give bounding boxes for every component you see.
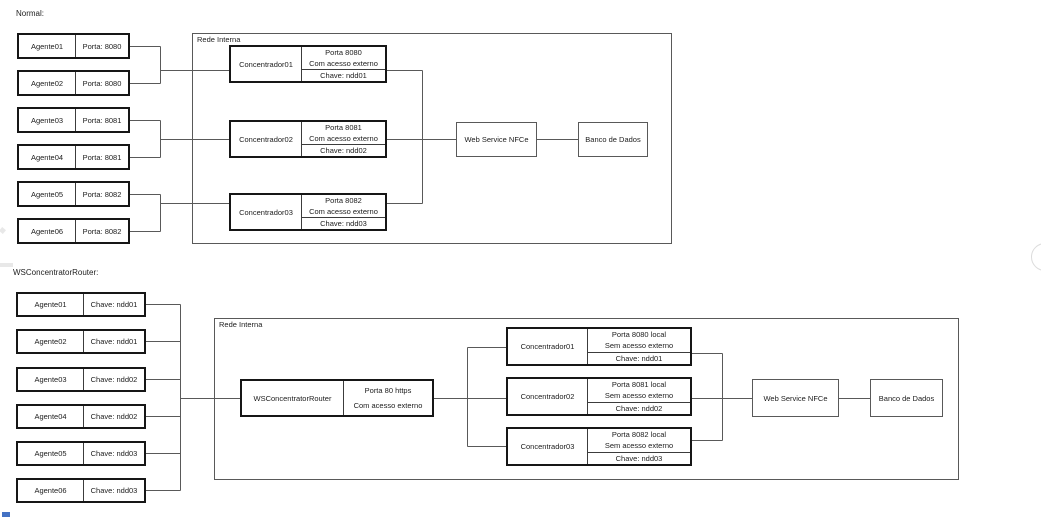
agent-port: Porta: 8082: [75, 220, 128, 242]
rede-interna-region: Rede Interna: [214, 318, 959, 480]
agent-key: Chave: ndd03: [83, 480, 144, 501]
agent-box: Agente06 Chave: ndd03: [16, 478, 146, 503]
agent-box: Agente03 Porta: 8081: [17, 107, 130, 133]
agent-port: Porta: 8080: [75, 72, 128, 94]
router-name: WSConcentratorRouter: [253, 393, 332, 403]
agent-box: Agente01 Porta: 8080: [17, 33, 130, 59]
agent-key: Chave: ndd02: [83, 369, 144, 390]
agent-box: Agente04 Porta: 8081: [17, 144, 130, 170]
diagram-title-router: WSConcentratorRouter:: [13, 268, 99, 277]
agent-box: Agente02 Porta: 8080: [17, 70, 130, 96]
agent-name: Agente01: [30, 41, 64, 51]
agent-name: Agente01: [34, 300, 67, 309]
concentrator-box: Concentrador03 Porta 8082 local Sem aces…: [506, 427, 692, 466]
blue-mark-artifact: [2, 512, 10, 517]
agent-box: Agente04 Chave: ndd02: [16, 404, 146, 429]
agent-name: Agente03: [30, 115, 64, 125]
concentrator-access: Sem acesso externo: [604, 391, 674, 401]
concentrator-key: Chave: ndd02: [588, 401, 690, 414]
concentrator-key: Chave: ndd02: [302, 144, 385, 156]
concentrator-port: Porta 8080: [325, 48, 362, 57]
concentrator-access: Sem acesso externo: [604, 341, 674, 351]
router-access: Com acesso externo: [353, 400, 423, 410]
database-box: Banco de Dados: [870, 379, 943, 417]
webservice-box: Web Service NFCe: [752, 379, 839, 417]
edge-smudge-artifact: [0, 263, 13, 267]
agent-key: Chave: ndd03: [83, 443, 144, 464]
agent-box: Agente01 Chave: ndd01: [16, 292, 146, 317]
router-box: WSConcentratorRouter Porta 80 https Com …: [240, 379, 434, 417]
agent-name: Agente03: [34, 375, 67, 384]
concentrator-port: Porta 8082: [325, 196, 362, 205]
concentrator-box: Concentrador03 Porta 8082 Com acesso ext…: [229, 193, 387, 231]
agent-key: Chave: ndd01: [83, 294, 144, 315]
region-label: Rede Interna: [219, 320, 263, 329]
concentrator-port: Porta 8081 local: [611, 380, 667, 390]
concentrator-access: Com acesso externo: [309, 59, 378, 68]
concentrator-box: Concentrador01 Porta 8080 Com acesso ext…: [229, 45, 387, 83]
concentrator-box: Concentrador02 Porta 8081 local Sem aces…: [506, 377, 692, 416]
concentrator-port: Porta 8081: [325, 123, 362, 132]
agent-port: Porta: 8081: [75, 109, 128, 131]
concentrator-key: Chave: ndd01: [588, 351, 690, 364]
rede-interna-region: Rede Interna: [192, 33, 672, 244]
concentrator-port: Porta 8082 local: [611, 430, 667, 440]
concentrator-name: Concentrador02: [520, 392, 575, 401]
diagram-title-normal: Normal:: [16, 9, 45, 18]
agent-name: Agente05: [30, 189, 64, 199]
agent-name: Agente04: [34, 412, 67, 421]
concentrator-name: Concentrador01: [239, 59, 293, 69]
agent-box: Agente03 Chave: ndd02: [16, 367, 146, 392]
concentrator-name: Concentrador01: [520, 342, 575, 351]
agent-port: Porta: 8080: [75, 35, 128, 57]
agent-box: Agente06 Porta: 8082: [17, 218, 130, 244]
agent-name: Agente02: [30, 78, 64, 88]
agent-name: Agente05: [34, 449, 67, 458]
concentrator-access: Sem acesso externo: [604, 441, 674, 451]
agent-box: Agente05 Chave: ndd03: [16, 441, 146, 466]
agent-name: Agente06: [30, 226, 64, 236]
concentrator-access: Com acesso externo: [309, 207, 378, 216]
agent-name: Agente02: [34, 337, 67, 346]
concentrator-key: Chave: ndd03: [588, 451, 690, 464]
concentrator-access: Com acesso externo: [309, 134, 378, 143]
concentrator-box: Concentrador02 Porta 8081 Com acesso ext…: [229, 120, 387, 158]
concentrator-key: Chave: ndd03: [302, 217, 385, 229]
database-box: Banco de Dados: [578, 122, 648, 157]
agent-key: Chave: ndd02: [83, 406, 144, 427]
agent-key: Chave: ndd01: [83, 331, 144, 352]
concentrator-name: Concentrador03: [239, 207, 293, 217]
agent-port: Porta: 8082: [75, 183, 128, 205]
webservice-box: Web Service NFCe: [456, 122, 537, 157]
concentrator-name: Concentrador03: [520, 442, 575, 451]
region-label: Rede Interna: [197, 35, 241, 44]
concentrator-box: Concentrador01 Porta 8080 local Sem aces…: [506, 327, 692, 366]
agent-name: Agente06: [34, 486, 67, 495]
agent-name: Agente04: [30, 152, 64, 162]
agent-box: Agente02 Chave: ndd01: [16, 329, 146, 354]
concentrator-name: Concentrador02: [239, 134, 293, 144]
concentrator-port: Porta 8080 local: [611, 330, 667, 340]
concentrator-key: Chave: ndd01: [302, 69, 385, 81]
agent-port: Porta: 8081: [75, 146, 128, 168]
agent-box: Agente05 Porta: 8082: [17, 181, 130, 207]
router-port: Porta 80 https: [364, 386, 412, 396]
